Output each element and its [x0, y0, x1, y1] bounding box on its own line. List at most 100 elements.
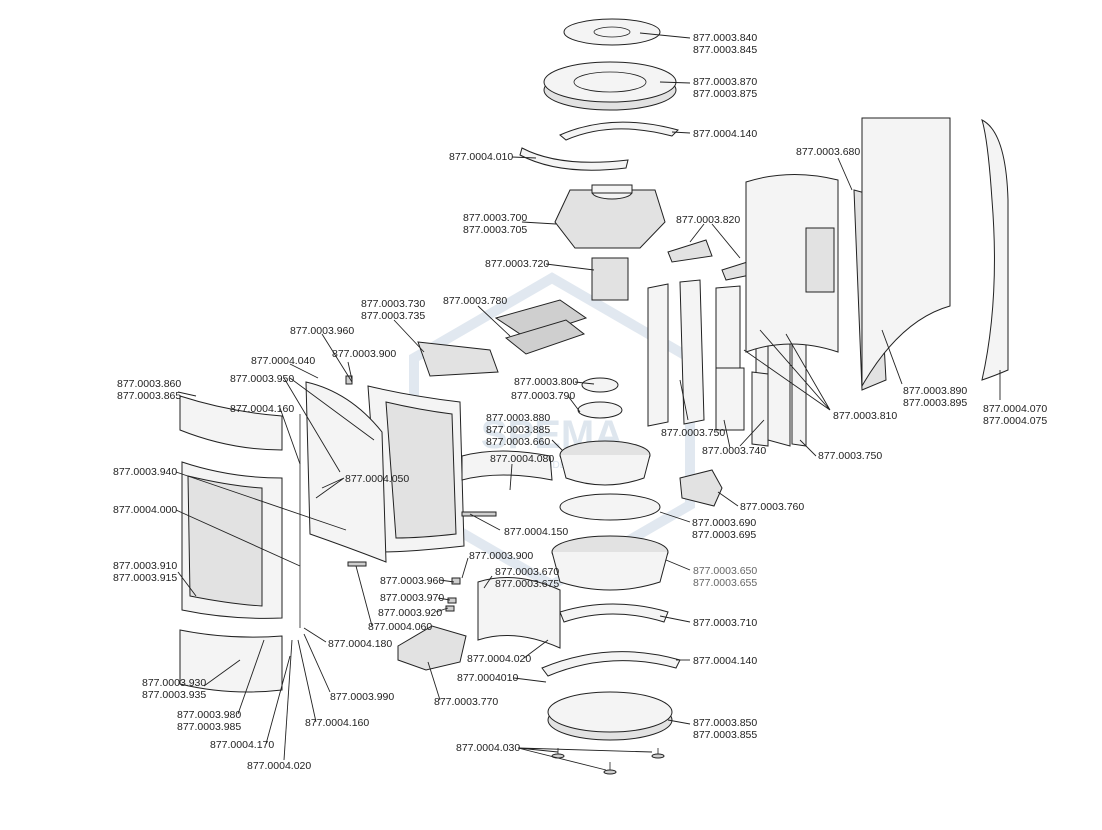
inner-door — [461, 450, 553, 481]
front-body-shell — [179, 395, 283, 693]
label-877-0003-800: 877.0003.800 — [514, 376, 578, 388]
label-877-0004-070: 877.0004.070 — [983, 403, 1047, 415]
label-877-0003-790: 877.0003.790 — [511, 390, 575, 402]
ash-drawer — [397, 625, 467, 671]
lever-4060 — [347, 561, 367, 567]
label-877-0003-655: 877.0003.655 — [693, 577, 757, 589]
label-877-0003-875: 877.0003.875 — [693, 88, 757, 100]
label-877-0003-960-upper: 877.0003.960 — [290, 325, 354, 337]
rear-panel — [861, 117, 951, 388]
label-877-0004-020-bottom: 877.0004.020 — [247, 760, 311, 772]
label-877-0004-020-mid: 877.0004.020 — [467, 653, 531, 665]
top-ring — [543, 61, 677, 111]
label-877-0003-770: 877.0003.770 — [434, 696, 498, 708]
label-877-0003-820: 877.0003.820 — [676, 214, 740, 226]
label-877-0003-985: 877.0003.985 — [177, 721, 241, 733]
ring-710 — [559, 603, 669, 623]
label-877-0003-990: 877.0003.990 — [330, 691, 394, 703]
flue-collector — [554, 184, 666, 249]
label-877-0003-960-lower: 877.0003.960 — [380, 575, 444, 587]
label-877-0004-030: 877.0004.030 — [456, 742, 520, 754]
door-frame — [367, 385, 465, 553]
clip-970 — [447, 597, 457, 604]
label-877-0004-140-upper: 877.0004.140 — [693, 128, 757, 140]
label-877-0003-850: 877.0003.850 — [693, 717, 757, 729]
label-877-0003-845: 877.0003.845 — [693, 44, 757, 56]
back-wall — [745, 174, 839, 353]
label-877-0003-700: 877.0003.700 — [463, 212, 527, 224]
lower-bowl — [551, 535, 669, 591]
top-firebrick-left — [667, 239, 713, 263]
grate-assembly — [494, 299, 588, 355]
watermark-subtext: HANDELSONDERNEMING — [490, 460, 614, 471]
label-877-0004-180: 877.0004.180 — [328, 638, 392, 650]
label-877-0004-060: 877.0004.060 — [368, 621, 432, 633]
clip-960-lower — [451, 577, 461, 585]
label-877-0003-910: 877.0003.910 — [113, 560, 177, 572]
label-877-0003-855: 877.0003.855 — [693, 729, 757, 741]
label-877-0003-900-lower: 877.0003.900 — [469, 550, 533, 562]
label-877-0003-840: 877.0003.840 — [693, 32, 757, 44]
label-877-0003-810: 877.0003.810 — [833, 410, 897, 422]
label-877-0004010: 877.0004010 — [457, 672, 518, 684]
label-877-0003-970: 877.0003.970 — [380, 592, 444, 604]
door-glass — [305, 381, 387, 563]
label-877-0004-150: 877.0004.150 — [504, 526, 568, 538]
label-877-0003-735: 877.0003.735 — [361, 310, 425, 322]
label-877-0003-660: 877.0003.660 — [486, 436, 550, 448]
label-877-0003-870: 877.0003.870 — [693, 76, 757, 88]
label-877-0004-050: 877.0004.050 — [345, 473, 409, 485]
ash-tray-top — [417, 341, 499, 377]
front-frame-670 — [477, 577, 561, 649]
label-877-0003-690: 877.0003.690 — [692, 517, 756, 529]
label-877-0003-730: 877.0003.730 — [361, 298, 425, 310]
label-877-0004-080: 877.0004.080 — [490, 453, 554, 465]
leader-lines — [175, 32, 1001, 771]
label-877-0003-680: 877.0003.680 — [796, 146, 860, 158]
label-877-0003-980: 877.0003.980 — [177, 709, 241, 721]
bar-4150 — [461, 511, 497, 517]
label-877-0003-750-right: 877.0003.750 — [818, 450, 882, 462]
label-877-0003-885: 877.0003.885 — [486, 424, 550, 436]
label-877-0003-890: 877.0003.890 — [903, 385, 967, 397]
label-877-0004-170: 877.0004.170 — [210, 739, 274, 751]
gasket-lower — [541, 651, 681, 677]
label-877-0003-880: 877.0003.880 — [486, 412, 550, 424]
disc-790 — [577, 401, 623, 419]
label-877-0003-650: 877.0003.650 — [693, 565, 757, 577]
gasket-upper — [559, 121, 679, 141]
disc-800 — [581, 377, 619, 393]
label-877-0003-780: 877.0003.780 — [443, 295, 507, 307]
label-877-0004-010: 877.0004.010 — [449, 151, 513, 163]
baffle-segment — [519, 147, 629, 171]
part-labels: 877.0003.840 877.0003.845 877.0003.870 8… — [113, 32, 1047, 772]
label-877-0004-140-lower: 877.0004.140 — [693, 655, 757, 667]
label-877-0003-675: 877.0003.675 — [495, 578, 559, 590]
label-877-0003-865: 877.0003.865 — [117, 390, 181, 402]
label-877-0004-075: 877.0004.075 — [983, 415, 1047, 427]
top-cover-plate — [563, 18, 661, 46]
label-877-0003-950: 877.0003.950 — [230, 373, 294, 385]
label-877-0003-930: 877.0003.930 — [142, 677, 206, 689]
label-877-0003-935: 877.0003.935 — [142, 689, 206, 701]
combustion-bowl — [559, 440, 651, 486]
label-877-0003-915: 877.0003.915 — [113, 572, 177, 584]
label-877-0003-750-left: 877.0003.750 — [661, 427, 725, 439]
label-877-0003-670: 877.0003.670 — [495, 566, 559, 578]
label-877-0003-720: 877.0003.720 — [485, 258, 549, 270]
label-877-0003-920: 877.0003.920 — [378, 607, 442, 619]
small-box-760 — [679, 469, 723, 507]
ring-690 — [559, 493, 661, 521]
label-877-0003-760: 877.0003.760 — [740, 501, 804, 513]
label-877-0004-160-lower: 877.0004.160 — [305, 717, 369, 729]
label-877-0003-710: 877.0003.710 — [693, 617, 757, 629]
label-877-0003-705: 877.0003.705 — [463, 224, 527, 236]
label-877-0003-940: 877.0003.940 — [113, 466, 177, 478]
label-877-0003-860: 877.0003.860 — [117, 378, 181, 390]
label-877-0004-000: 877.0004.000 — [113, 504, 177, 516]
base-plate — [547, 691, 673, 775]
label-877-0003-740: 877.0003.740 — [702, 445, 766, 457]
control-plate — [591, 257, 629, 301]
